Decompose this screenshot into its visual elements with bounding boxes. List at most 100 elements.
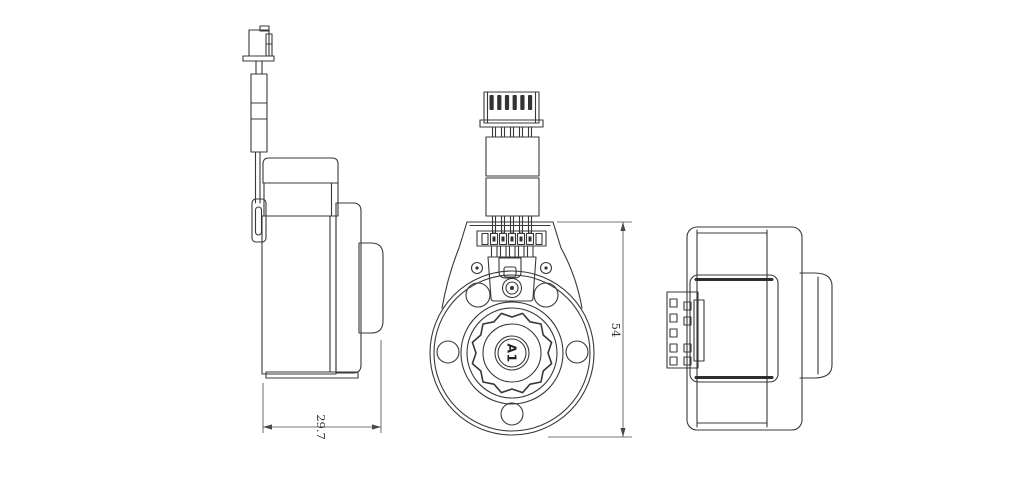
arrowhead-left (263, 424, 272, 430)
face-panel (689, 274, 779, 383)
side-flange (335, 202, 362, 374)
terminal-cell (535, 232, 543, 246)
height-dimension-label: 54 (609, 323, 623, 338)
shoulder-left (441, 221, 468, 309)
sleeve-body (250, 73, 268, 153)
connector-pin (669, 356, 678, 366)
clip-outline (251, 198, 267, 243)
cable-blocks (485, 136, 540, 217)
connector-pin (669, 328, 678, 338)
side-connector (666, 291, 705, 369)
height-dimension: 54 (548, 221, 632, 438)
connector-pin (683, 356, 692, 366)
left-side-view (242, 25, 384, 379)
cable-sleeve (250, 73, 268, 153)
terminal-cell (507, 232, 517, 246)
connector-pin (669, 343, 678, 353)
crimp-tooth (508, 245, 516, 258)
flange-hole-upper-right (533, 282, 559, 308)
connector-slot (528, 95, 533, 110)
device-body-side (686, 226, 803, 431)
knob-boss-inner (466, 307, 558, 399)
arrowhead-bottom (620, 428, 626, 437)
bracket-outline (487, 256, 537, 302)
top-connector (479, 91, 544, 138)
screw-right (539, 261, 553, 275)
cable-wires (254, 151, 261, 204)
connector-flange (242, 55, 275, 62)
cable-block-lower (485, 177, 540, 217)
hub-outline (799, 272, 833, 379)
cable-block-upper (485, 136, 540, 177)
terminal-mark (519, 236, 523, 242)
hub-label: A1 (505, 343, 520, 362)
connector-pin (500, 126, 506, 138)
arrowhead-top (620, 222, 626, 231)
connector-tab (259, 25, 270, 32)
connector-pin (669, 313, 678, 323)
depth-dimension: 29.7 (262, 340, 382, 440)
connector-pin (509, 126, 515, 138)
connector-housing (483, 91, 540, 124)
connector-pin (683, 316, 692, 326)
terminal-cell (525, 232, 535, 246)
terminal-strip (476, 230, 547, 258)
flange-inner-circle (433, 274, 591, 432)
knob-face-ring (482, 323, 542, 383)
terminal-mark (501, 236, 505, 242)
center-knob: A1 (460, 301, 564, 405)
flange-outer-circle (429, 270, 595, 436)
bracket-clip (498, 257, 522, 279)
crimp-tooth (526, 245, 534, 258)
arrowhead-right (372, 424, 381, 430)
hub-cap-inner (497, 338, 527, 368)
connector-pin (518, 126, 524, 138)
depth-dimension-label: 29.7 (314, 414, 328, 440)
screw-right-center (544, 266, 548, 270)
top-cap (262, 157, 339, 184)
knurled-ring (471, 312, 553, 394)
shoulder-right (552, 221, 583, 309)
terminal-mark (492, 236, 496, 242)
connector-pin (669, 298, 678, 308)
hub-cap-outer (494, 335, 530, 371)
flange-hole-bottom (500, 402, 524, 426)
crimp-tooth (517, 245, 525, 258)
connector-housing (666, 291, 699, 369)
bezel-band (263, 182, 339, 217)
body-outline (429, 221, 595, 436)
screw-center-outer (501, 277, 523, 299)
device-body-side (261, 157, 384, 379)
bottom-band (265, 371, 359, 379)
cable-connector (242, 25, 275, 75)
mounting-bracket (487, 256, 537, 302)
knob-boss-outer (460, 301, 564, 405)
connector-slot (489, 95, 494, 110)
connector-slot (512, 95, 517, 110)
connector-pin (683, 301, 692, 311)
terminal-cell (498, 232, 508, 246)
main-body (686, 226, 803, 431)
clip-slot (254, 206, 263, 236)
screw-left (470, 261, 484, 275)
flange-hole-upper-left (465, 282, 491, 308)
clip-latch (503, 266, 517, 278)
terminal-cell (516, 232, 526, 246)
screw-left-center (475, 266, 479, 270)
screw-center-dot (510, 286, 514, 290)
screw-center-mid (505, 281, 519, 295)
screws (470, 261, 553, 299)
flange-holes (436, 282, 589, 426)
front-view: A1 (429, 91, 595, 436)
connector-pin (683, 343, 692, 353)
crimp-tooth (499, 245, 507, 258)
connector-slot (504, 95, 510, 110)
crimp-tooth (490, 245, 498, 258)
connector-backplate (693, 299, 705, 362)
terminal-mark (510, 236, 514, 242)
main-body (261, 215, 337, 375)
connector-slot (497, 95, 502, 110)
flange-hole-left (436, 340, 460, 364)
